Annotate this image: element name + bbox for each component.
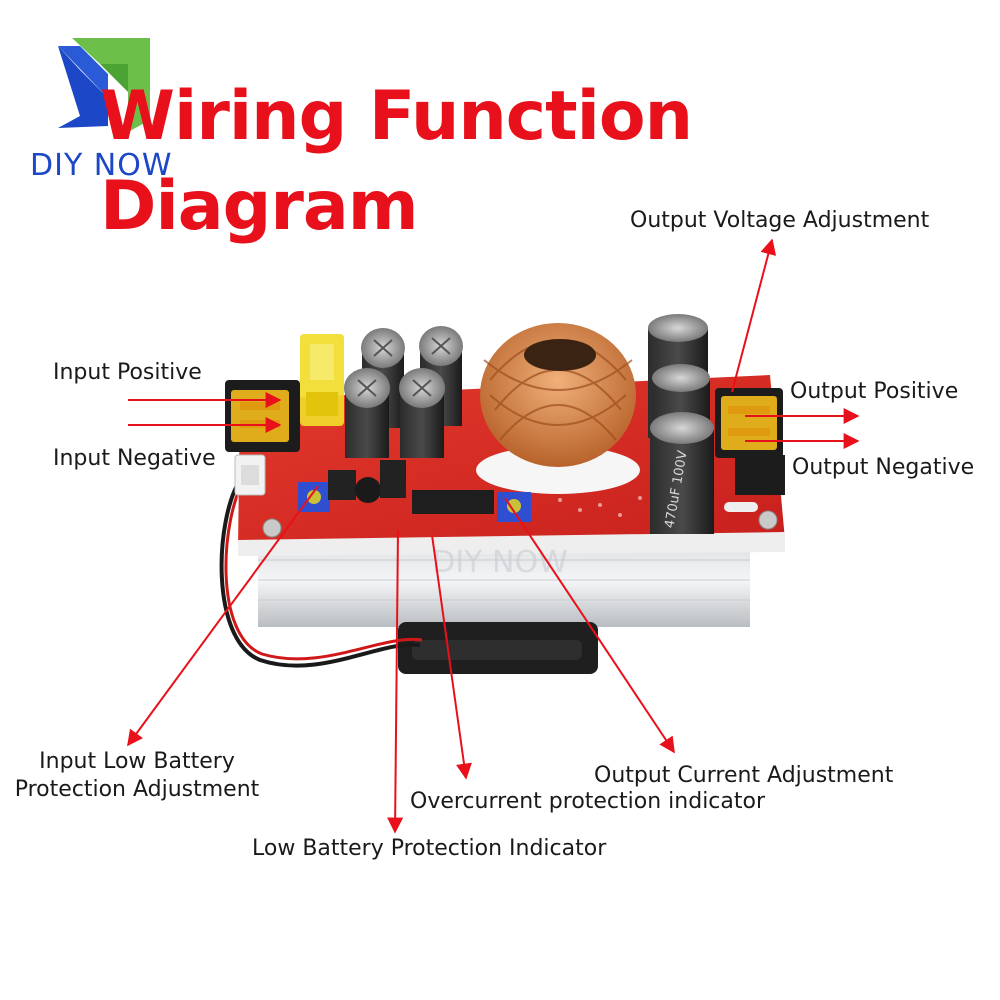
label-input-negative: Input Negative (53, 446, 216, 471)
fan-connector (234, 454, 266, 496)
arrow-output-voltage (731, 238, 777, 393)
toroid-inductor (476, 323, 640, 494)
label-input-low-battery-protection-adjustment: Input Low Battery Protection Adjustment (8, 748, 266, 804)
watermark: DIY NOW (432, 545, 568, 580)
output-capacitors: 470uF 100V (648, 314, 714, 534)
cooling-fan (398, 622, 598, 674)
page-title: Wiring Function Diagram (100, 77, 693, 246)
label-overcurrent-protection-indicator: Overcurrent protection indicator (410, 789, 766, 814)
fuse (300, 334, 344, 426)
arrow-low-battery-indicator (387, 529, 404, 834)
arrow-low-battery-adjust (127, 485, 319, 747)
label-output-negative: Output Negative (792, 455, 975, 480)
label-input-low-battery-line1: Input Low Battery (39, 749, 235, 774)
label-input-low-battery-line2: Protection Adjustment (14, 777, 260, 802)
label-input-positive: Input Positive (53, 360, 202, 385)
label-output-positive: Output Positive (790, 379, 959, 404)
callout-arrows (127, 238, 860, 834)
brand-name: DIY NOW (30, 148, 173, 183)
label-output-current-adjustment: Output Current Adjustment (594, 763, 894, 788)
input-terminal (225, 380, 300, 452)
diy-now-logo (58, 38, 150, 132)
input-capacitors (344, 326, 463, 458)
label-low-battery-protection-indicator: Low Battery Protection Indicator (252, 836, 607, 861)
label-output-voltage-adjustment: Output Voltage Adjustment (630, 208, 930, 233)
control-components (298, 460, 758, 522)
fan-wire (219, 478, 421, 668)
arrow-overcurrent-indicator (431, 534, 472, 780)
arrow-output-current (504, 497, 675, 754)
output-terminal (715, 388, 785, 495)
